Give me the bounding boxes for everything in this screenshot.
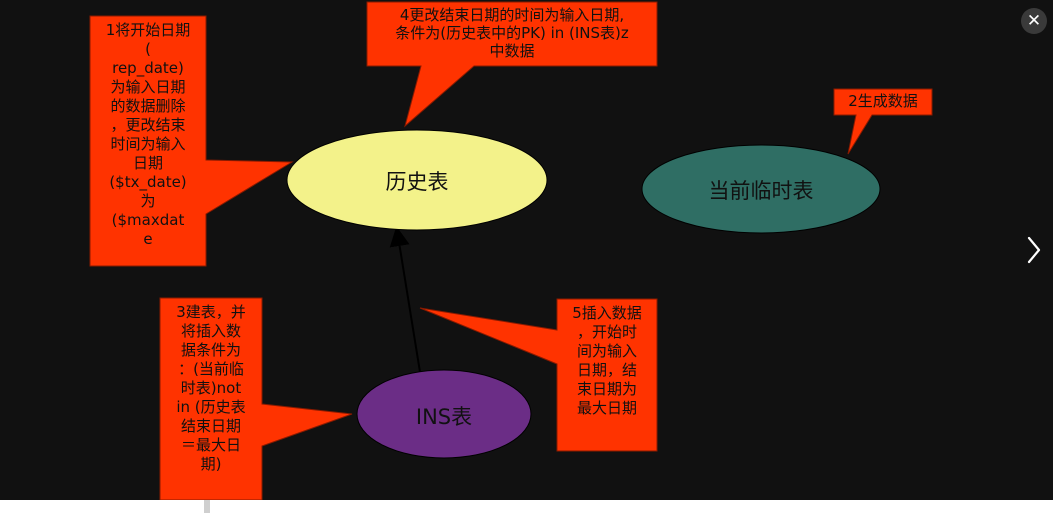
ins-table-node	[356, 369, 532, 459]
next-slide-button[interactable]	[1022, 232, 1046, 268]
callout-step1-text: 1将开始日期 ( rep_date) 为输入日期 的数据删除 ，更改结束 时间为…	[105, 21, 191, 248]
callout-step4-text: 4更改结束日期的时间为输入日期, 条件为(历史表中的PK) in (INS表)z…	[395, 6, 629, 60]
callout-step3-box	[159, 297, 353, 500]
bottom-strip	[0, 500, 1053, 513]
current-temp-table-node	[641, 144, 881, 234]
callout-step2-text: 2生成数据	[848, 92, 918, 110]
close-button[interactable]: ✕	[1021, 8, 1047, 34]
callout-step3-text: 3建表，并 将插入数 据条件为 ：(当前临 时表)not in (历史表 结束日…	[176, 303, 246, 473]
chevron-right-icon	[1027, 236, 1041, 264]
callout-step1-box	[89, 15, 294, 267]
callout-step5-box	[419, 298, 658, 452]
diagram-svg	[89, 1, 933, 500]
arrow-ins-to-history	[389, 226, 421, 373]
callout-step4-box	[366, 1, 658, 128]
current-temp-table-label: 当前临时表	[708, 179, 814, 203]
history-table-label: 历史表	[385, 170, 449, 194]
ins-table-label: INS表	[415, 405, 473, 429]
slide-canvas: 历史表 当前临时表 INS表 1将开始日期 ( rep_date) 为输入日期 …	[0, 0, 1053, 500]
callout-step5-text: 5插入数据 ，开始时 间为输入 日期，结 束日期为 最大日期	[572, 304, 642, 417]
callout-step2-box	[833, 88, 933, 155]
history-table-node	[286, 129, 548, 231]
close-icon: ✕	[1026, 11, 1042, 31]
bottom-strip-marker	[204, 500, 210, 513]
